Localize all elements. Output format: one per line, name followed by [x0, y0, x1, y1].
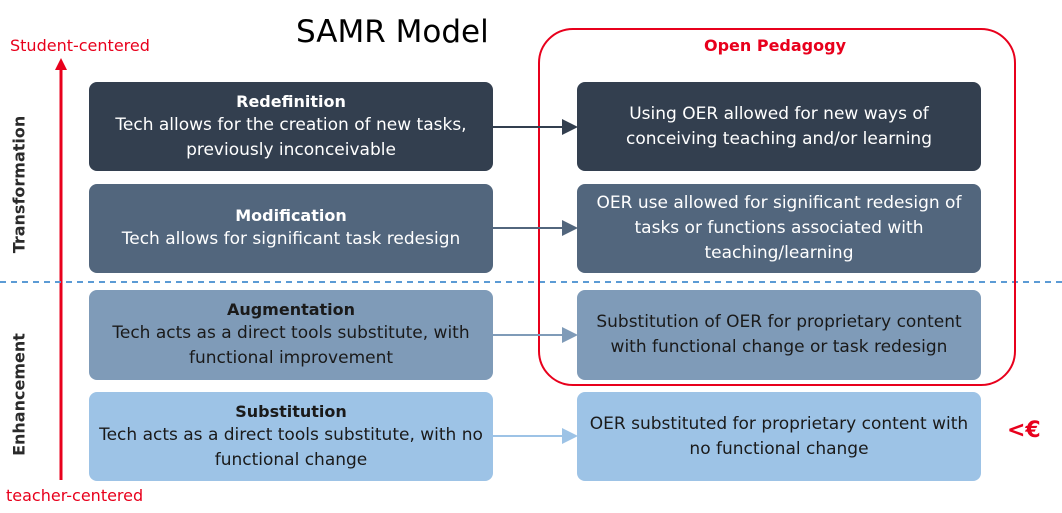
- oer-redefinition-box: Using OER allowed for new ways of concei…: [577, 82, 981, 171]
- oer-substitution-box: OER substituted for proprietary content …: [577, 392, 981, 481]
- diagram-title: SAMR Model: [296, 14, 489, 50]
- level-description: Tech acts as a direct tools substitute, …: [112, 323, 470, 368]
- level-description: Tech acts as a direct tools substitute, …: [99, 424, 483, 470]
- level-description: Tech allows for significant task redesig…: [121, 229, 461, 249]
- oer-augmentation-box: Substitution of OER for proprietary cont…: [577, 290, 981, 380]
- augmentation-box: Augmentation Tech acts as a direct tools…: [89, 290, 493, 380]
- level-description: Tech allows for the creation of new task…: [115, 114, 467, 160]
- enhancement-label: Enhancement: [9, 333, 29, 456]
- level-name: Redefinition: [236, 91, 346, 111]
- modification-box: Modification Tech allows for significant…: [89, 184, 493, 273]
- level-name: Augmentation: [226, 300, 356, 319]
- oer-description: OER substituted for proprietary content …: [589, 413, 969, 459]
- oer-modification-box: OER use allowed for significant redesign…: [577, 184, 981, 273]
- open-pedagogy-label: Open Pedagogy: [703, 36, 847, 55]
- level-name: Modification: [235, 206, 347, 225]
- oer-description: OER use allowed for significant redesign…: [596, 193, 962, 263]
- oer-description: Using OER allowed for new ways of concei…: [625, 103, 933, 149]
- axis-arrowhead-icon: [55, 58, 67, 70]
- level-name: Substitution: [235, 401, 347, 421]
- oer-description: Substitution of OER for proprietary cont…: [596, 312, 962, 357]
- substitution-box: Substitution Tech acts as a direct tools…: [89, 392, 493, 481]
- lower-cost-marker: <€: [1007, 418, 1041, 443]
- student-centered-label: Student-centered: [10, 36, 150, 55]
- teacher-centered-label: teacher-centered: [6, 486, 144, 505]
- open-pedagogy-frame: [538, 28, 1016, 386]
- redefinition-box: Redefinition Tech allows for the creatio…: [89, 82, 493, 171]
- transformation-label: Transformation: [9, 115, 29, 254]
